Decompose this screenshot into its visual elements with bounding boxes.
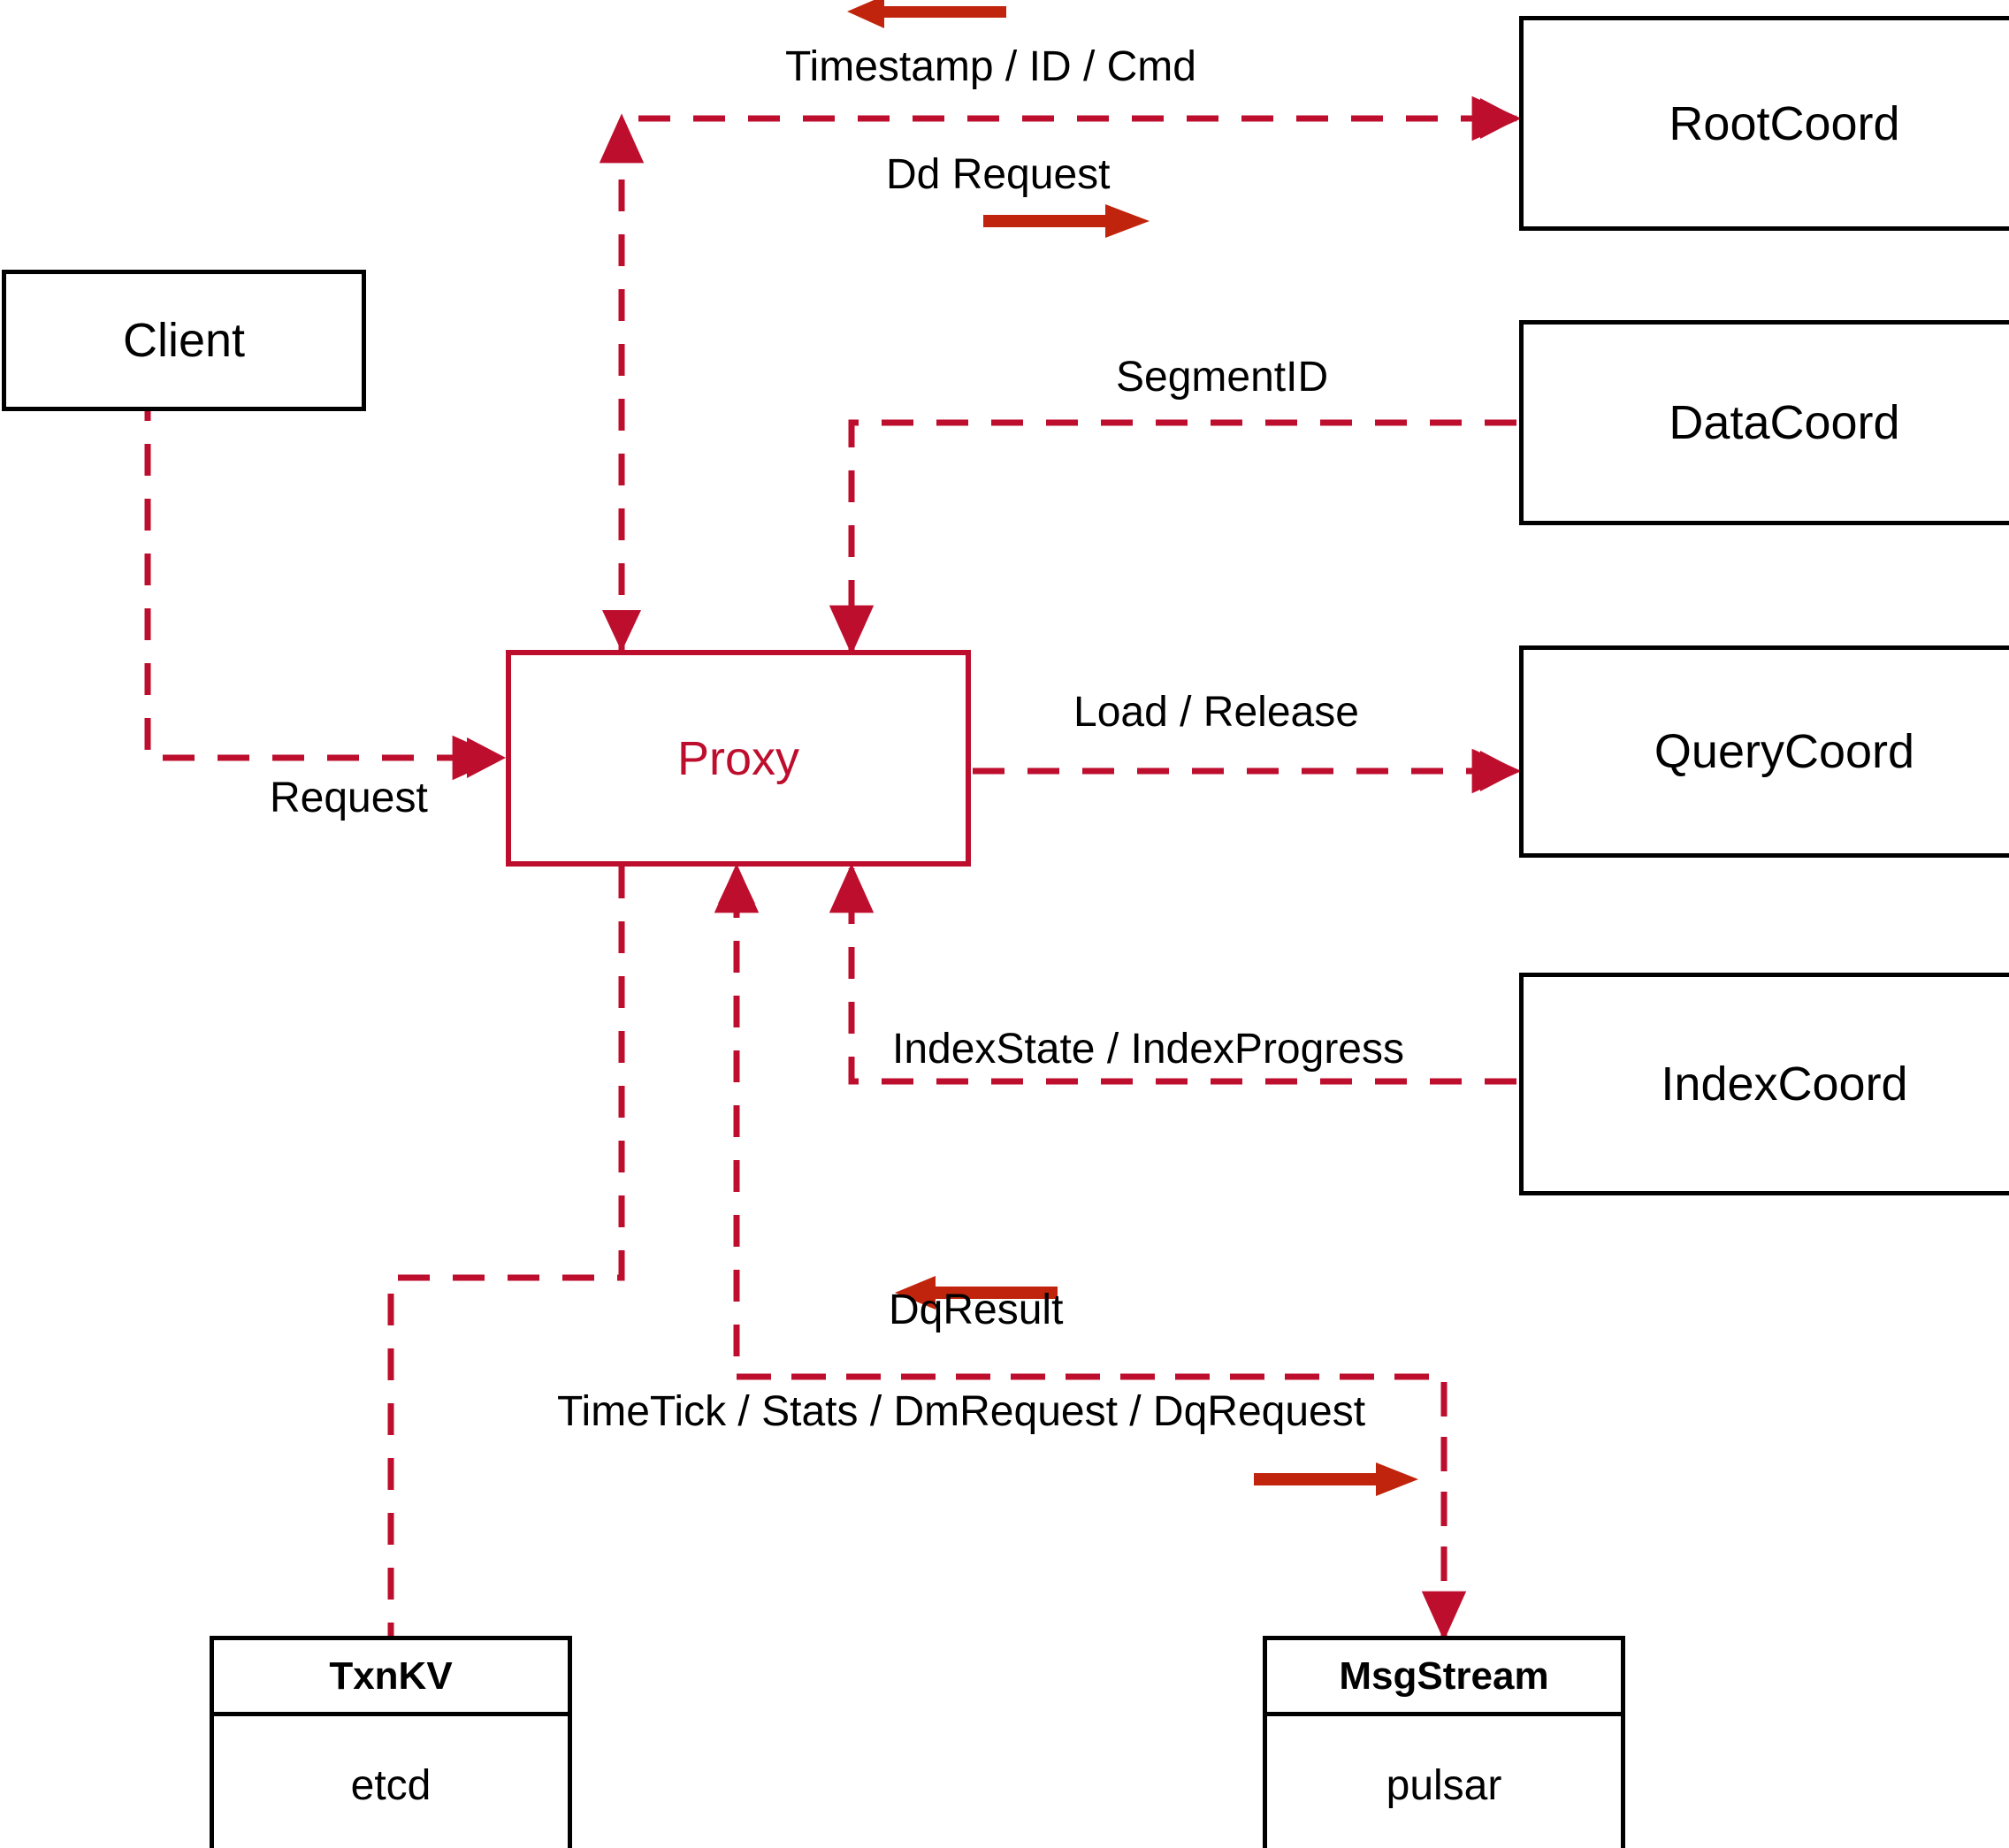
store-txnkv-body: etcd bbox=[214, 1716, 568, 1848]
edge-label-timetick-stats: TimeTick / Stats / DmRequest / DqRequest bbox=[557, 1388, 1366, 1435]
arrowhead-right-request bbox=[467, 737, 506, 778]
node-querycoord[interactable]: QueryCoord bbox=[1519, 645, 2009, 858]
edge-proxy-to-msgstream bbox=[737, 1373, 1467, 1641]
node-rootcoord[interactable]: RootCoord bbox=[1519, 16, 2009, 231]
node-datacoord[interactable]: DataCoord bbox=[1519, 320, 2009, 525]
edge-label-load-release: Load / Release bbox=[1073, 689, 1359, 736]
edge-label-timestamp-id-cmd: Timestamp / ID / Cmd bbox=[785, 43, 1196, 90]
store-msgstream-body-label: pulsar bbox=[1386, 1761, 1502, 1809]
arrow-right-ddrequest bbox=[983, 204, 1150, 238]
node-indexcoord-label: IndexCoord bbox=[1661, 1058, 1908, 1111]
arrowhead-right-loadrelease bbox=[1480, 751, 1519, 791]
edge-label-dd-request: Dd Request bbox=[886, 151, 1111, 198]
store-msgstream-header-label: MsgStream bbox=[1339, 1653, 1549, 1698]
dashed-arrowheads bbox=[467, 98, 1519, 1632]
node-datacoord-label: DataCoord bbox=[1669, 396, 1900, 449]
node-client-label: Client bbox=[122, 314, 246, 367]
arrow-left-timestamp bbox=[847, 0, 1006, 28]
store-txnkv-header-label: TxnKV bbox=[329, 1653, 453, 1698]
arrow-left-dqresult bbox=[895, 1276, 1058, 1310]
arrowhead-right-ddrequest-line bbox=[1480, 98, 1519, 139]
arrowhead-down-rootcoord-line bbox=[602, 610, 641, 652]
node-client[interactable]: Client bbox=[2, 270, 366, 411]
arrowhead-down-msgstream bbox=[1425, 1592, 1463, 1632]
store-txnkv[interactable]: TxnKV etcd bbox=[210, 1636, 572, 1848]
store-txnkv-header: TxnKV bbox=[214, 1640, 568, 1716]
store-txnkv-body-label: etcd bbox=[350, 1761, 432, 1809]
arrow-right-timetick bbox=[1254, 1462, 1418, 1496]
arrowhead-down-segmentid-line bbox=[836, 615, 867, 652]
edge-indexcoord-to-proxy bbox=[829, 863, 1516, 1085]
store-msgstream-body: pulsar bbox=[1267, 1716, 1621, 1848]
node-proxy-label: Proxy bbox=[676, 731, 800, 785]
edge-client-to-proxy bbox=[144, 389, 502, 781]
edge-label-dq-result: DqResult bbox=[889, 1287, 1064, 1333]
edge-label-segment-id: SegmentID bbox=[1116, 354, 1329, 401]
arrowhead-up-indexstate-line bbox=[836, 865, 867, 904]
node-indexcoord[interactable]: IndexCoord bbox=[1519, 973, 2009, 1195]
arrowhead-up-timetick-line bbox=[718, 865, 755, 904]
direction-indicator-arrows bbox=[847, 0, 1418, 1496]
node-proxy[interactable]: Proxy bbox=[506, 650, 971, 867]
node-querycoord-label: QueryCoord bbox=[1654, 725, 1915, 778]
store-msgstream[interactable]: MsgStream pulsar bbox=[1263, 1636, 1625, 1848]
edge-label-index-state: IndexState / IndexProgress bbox=[892, 1026, 1404, 1073]
edge-msgstream-to-proxy bbox=[714, 863, 1448, 1636]
edge-datacoord-to-proxy bbox=[829, 419, 1516, 655]
edge-proxy-to-txnkv bbox=[387, 867, 625, 1636]
store-msgstream-header: MsgStream bbox=[1267, 1640, 1621, 1716]
dashed-connectors bbox=[144, 95, 1522, 1641]
edge-label-request: Request bbox=[270, 775, 428, 821]
edge-proxy-to-rootcoord bbox=[618, 95, 1522, 650]
node-rootcoord-label: RootCoord bbox=[1669, 96, 1900, 150]
